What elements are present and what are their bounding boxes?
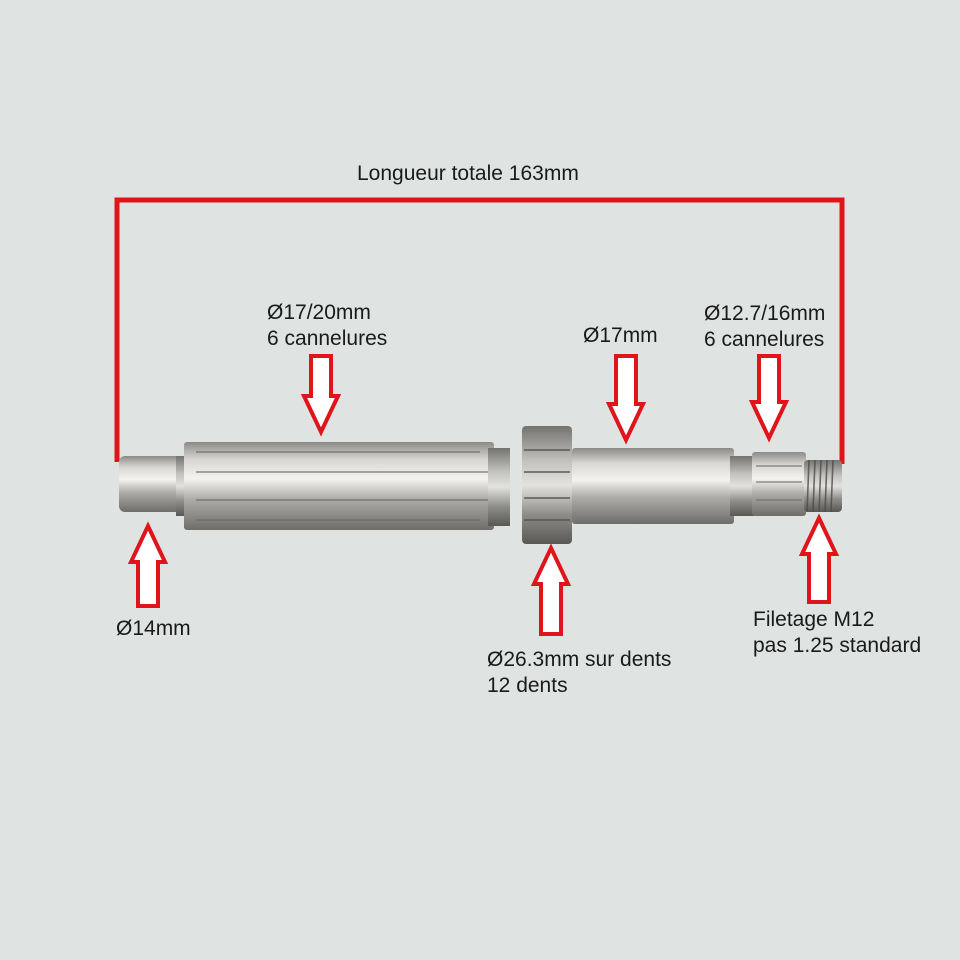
shaft-end-journal <box>119 456 181 512</box>
thread-label: Filetage M12 pas 1.25 standard <box>753 607 921 659</box>
shaft-gear <box>522 426 572 544</box>
spline-small-diameter: Ø12.7/16mm <box>704 302 826 325</box>
shaft <box>119 426 842 544</box>
arrow-spline-small <box>748 354 790 443</box>
spline-large-count: 6 cannelures <box>267 327 388 350</box>
thread-size: Filetage M12 <box>753 608 875 631</box>
gear-teeth: 12 dents <box>487 674 568 697</box>
shaft-thread <box>804 460 842 512</box>
shaft-spline-large <box>184 442 494 530</box>
arrow-end-journal <box>127 521 169 608</box>
spline-large-diameter: Ø17/20mm <box>267 301 371 324</box>
total-length-bracket <box>114 197 845 464</box>
arrow-journal <box>605 354 647 445</box>
spline-small-count: 6 cannelures <box>704 328 825 351</box>
arrow-gear <box>530 543 572 636</box>
arrow-thread <box>798 513 840 604</box>
journal-label: Ø17mm <box>583 324 658 347</box>
gear-label: Ø26.3mm sur dents 12 dents <box>487 647 671 699</box>
shaft-journal <box>572 448 734 524</box>
spline-small-label: Ø12.7/16mm 6 cannelures <box>704 301 825 353</box>
arrow-spline-large <box>300 354 342 437</box>
end-diameter-label: Ø14mm <box>116 617 191 640</box>
thread-pitch: pas 1.25 standard <box>753 634 922 657</box>
spline-large-label: Ø17/20mm 6 cannelures <box>267 300 387 352</box>
total-length-label: Longueur totale 163mm <box>357 162 579 185</box>
shaft-spline-small <box>752 452 806 516</box>
gear-diameter: Ø26.3mm sur dents <box>487 648 672 671</box>
